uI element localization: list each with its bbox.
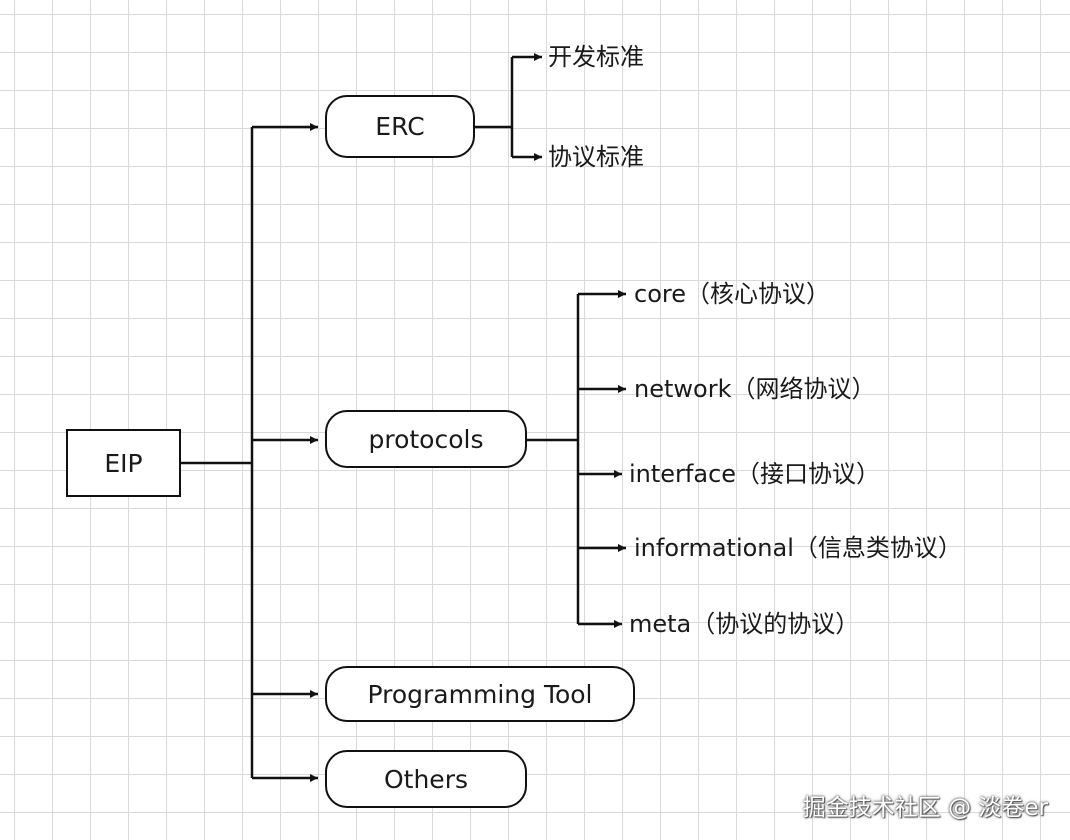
branch-node-others: Others [325,750,527,808]
leaf-protocols-core: core（核心协议） [634,280,830,308]
leaf-protocols-meta: meta（协议的协议） [629,610,860,638]
branch-node-label: protocols [368,424,484,454]
watermark-text: 掘金技术社区 @ 淡卷er [802,795,1048,821]
leaf-protocols-interface: interface（接口协议） [629,460,881,488]
branch-node-erc: ERC [325,95,475,158]
branch-node-protocols: protocols [325,410,527,468]
root-node-label: EIP [104,448,143,478]
branch-node-programming-tool: Programming Tool [325,666,635,722]
leaf-protocols-informational: informational（信息类协议） [634,534,962,562]
leaf-protocols-network: network（网络协议） [634,375,876,403]
branch-node-label: ERC [375,112,425,141]
branch-node-label: Programming Tool [367,679,593,709]
leaf-erc-development-standard: 开发标准 [548,43,644,71]
branch-node-label: Others [383,764,468,794]
root-node-eip: EIP [66,429,181,497]
leaf-erc-protocol-standard: 协议标准 [548,143,644,171]
